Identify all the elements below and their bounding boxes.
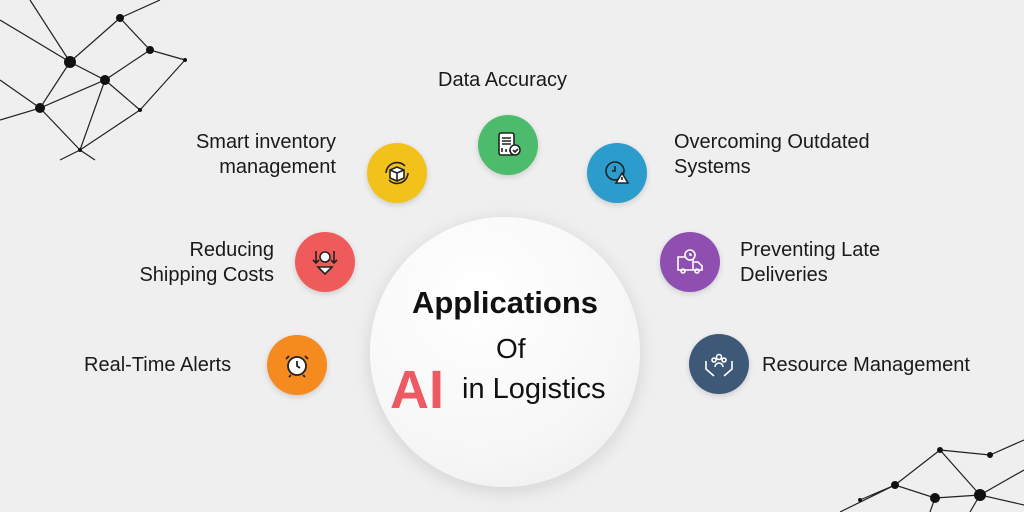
label-smart-inventory: Smart inventory management bbox=[196, 130, 336, 180]
hands-people-icon bbox=[689, 334, 749, 394]
label-real-time-alerts: Real-Time Alerts bbox=[84, 354, 232, 376]
label-line: Reducing bbox=[189, 239, 274, 261]
truck-clock-icon bbox=[660, 232, 720, 292]
label-line: Shipping Costs bbox=[139, 264, 274, 286]
label-preventing-late-deliveries: Preventing Late Deliveries bbox=[740, 238, 880, 288]
label-resource-management: Resource Management bbox=[762, 354, 970, 376]
network-decoration-top-left bbox=[0, 0, 187, 161]
box-cycle-icon bbox=[367, 143, 427, 203]
center-title-circle: Applications Of AI in Logistics bbox=[370, 217, 640, 487]
label-reducing-shipping-costs: Reducing Shipping Costs bbox=[139, 238, 274, 288]
label-line: Systems bbox=[674, 156, 751, 178]
title-in-logistics: in Logistics bbox=[462, 373, 606, 405]
clock-warning-icon bbox=[587, 143, 647, 203]
label-line: Smart inventory bbox=[195, 131, 336, 153]
label-overcoming-outdated-systems: Overcoming Outdated Systems bbox=[674, 130, 870, 180]
report-check-icon bbox=[478, 115, 538, 175]
title-ai: AI bbox=[390, 360, 444, 420]
dollar-down-icon bbox=[295, 232, 355, 292]
title-applications: Applications bbox=[411, 285, 598, 320]
label-line: Preventing Late bbox=[740, 239, 881, 261]
network-decoration-bottom-right bbox=[840, 439, 1024, 512]
alarm-clock-icon bbox=[267, 335, 327, 395]
label-line: Overcoming Outdated bbox=[674, 131, 870, 153]
label-line: Deliveries bbox=[740, 264, 828, 286]
label-data-accuracy: Data Accuracy bbox=[438, 69, 567, 91]
label-line: management bbox=[219, 156, 336, 178]
title-of: Of bbox=[496, 333, 526, 364]
